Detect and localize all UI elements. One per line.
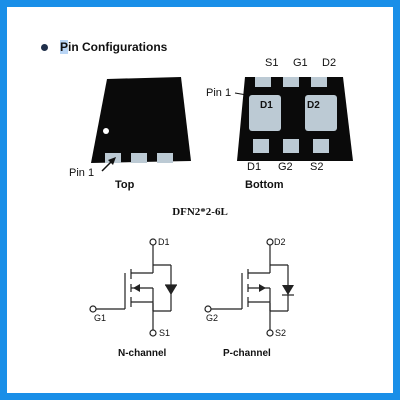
package-top-view	[91, 77, 191, 163]
n-channel-source-label: S1	[159, 328, 171, 338]
bottom-bottom-pin-2: G2	[278, 161, 293, 173]
bottom-top-pad-1	[255, 77, 271, 87]
section-heading: Pin Configurations	[41, 40, 167, 54]
p-channel-source-label: S2	[275, 328, 287, 338]
pad-label-d2: D2	[307, 100, 320, 111]
top-view-pin-2	[131, 153, 147, 163]
bottom-pad-d2	[305, 95, 337, 131]
package-top-body	[91, 77, 191, 163]
heading-title-rest: in Configurations	[68, 40, 168, 54]
bottom-bottom-pin-1: D1	[247, 161, 262, 173]
bottom-bottom-pin-3: S2	[310, 161, 324, 173]
top-view-label: Top	[115, 179, 135, 191]
top-view-pin-3	[157, 153, 173, 163]
p-channel-label: P-channel	[223, 348, 271, 359]
bottom-bottom-pad-1	[253, 139, 269, 153]
top-view-pin1-label: Pin 1	[69, 167, 95, 179]
pad-label-d1: D1	[260, 100, 273, 111]
bottom-view-pin1-label: Pin 1	[206, 87, 232, 99]
bottom-pad-d1	[249, 95, 281, 131]
bottom-top-pin-3: D2	[322, 57, 337, 69]
n-channel-gate-label: G1	[94, 313, 107, 323]
package-bottom-view	[237, 77, 353, 161]
bottom-view-label: Bottom	[245, 179, 284, 191]
package-name: DFN2*2-6L	[172, 206, 228, 218]
p-channel-gate-label: G2	[206, 313, 219, 323]
bottom-top-pin-2: G1	[293, 57, 308, 69]
p-channel-mosfet-symbol	[204, 238, 294, 337]
page-frame: Pin Configurations Pin 1 Top S1 G1 D2 Pi…	[7, 7, 393, 393]
top-view-pin-1	[105, 153, 121, 163]
p-channel-drain-label: D2	[274, 237, 286, 247]
n-channel-label: N-channel	[118, 348, 167, 359]
bottom-top-pad-2	[283, 77, 299, 87]
bottom-top-pin-1: S1	[265, 57, 279, 69]
bottom-bottom-pad-2	[283, 139, 299, 153]
bottom-top-pad-3	[311, 77, 327, 87]
heading-title: Pin Configurations	[60, 40, 167, 54]
n-channel-mosfet-symbol	[89, 238, 177, 337]
bullet-icon	[41, 43, 48, 51]
n-channel-drain-label: D1	[158, 237, 170, 247]
bottom-bottom-pad-3	[313, 139, 329, 153]
pin1-dot-marker	[103, 128, 109, 134]
heading-title-first-letter: P	[60, 40, 69, 54]
pin1-arrow-icon	[101, 157, 116, 172]
